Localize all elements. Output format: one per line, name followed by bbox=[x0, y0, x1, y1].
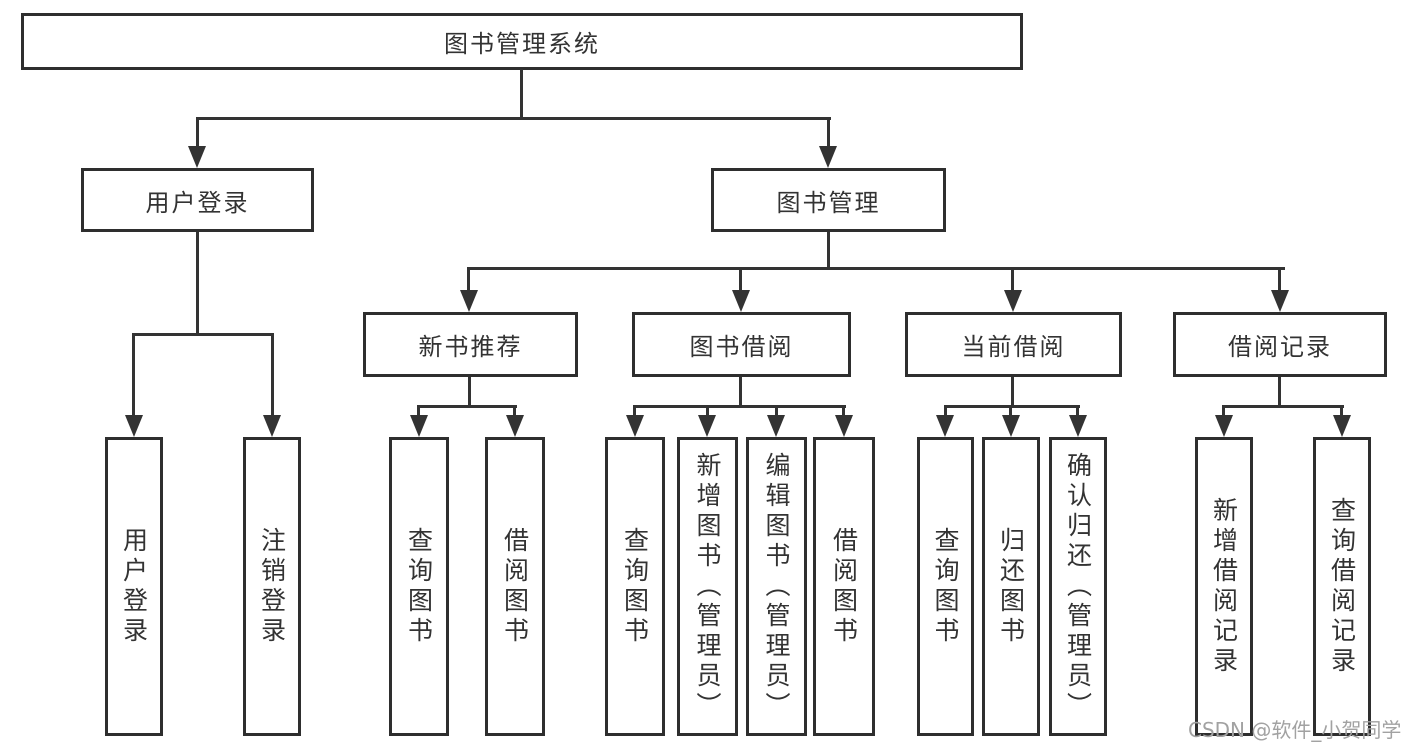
edge-to-leaf-add-books bbox=[706, 405, 709, 419]
arrowhead-icon bbox=[188, 146, 206, 168]
edge-book-management-bar bbox=[467, 267, 1285, 270]
edge-book-management-stem bbox=[827, 232, 830, 270]
arrowhead-icon bbox=[936, 415, 954, 437]
edge-new-book-recommend-bar bbox=[417, 405, 517, 408]
node-user-login: 用户登录 bbox=[81, 168, 314, 232]
arrowhead-icon bbox=[732, 290, 750, 312]
edge-to-leaf-query-recommend bbox=[417, 405, 420, 419]
edge-root-to-user-login bbox=[196, 117, 199, 150]
edge-new-book-recommend-stem bbox=[468, 377, 471, 408]
edge-to-leaf-return-books bbox=[1009, 405, 1012, 419]
edge-current-borrow-bar bbox=[944, 405, 1080, 408]
arrowhead-icon bbox=[1271, 290, 1289, 312]
edge-to-borrow-record bbox=[1278, 267, 1281, 292]
edge-to-leaf-query-current bbox=[944, 405, 947, 419]
leaf-query-books-recommend-label: 查询图书 bbox=[404, 526, 434, 647]
node-current-borrow-label: 当前借阅 bbox=[961, 333, 1066, 361]
arrowhead-icon bbox=[410, 415, 428, 437]
edge-to-leaf-edit-books bbox=[775, 405, 778, 419]
leaf-borrow-books-recommend: 借阅图书 bbox=[485, 437, 545, 736]
edge-to-leaf-logout bbox=[271, 333, 274, 417]
leaf-add-books-admin-label: 新增图书（管理员） bbox=[693, 451, 722, 722]
leaf-add-books-admin: 新增图书（管理员） bbox=[677, 437, 738, 736]
edge-to-new-book-recommend bbox=[467, 267, 470, 292]
edge-to-leaf-confirm-return bbox=[1076, 405, 1079, 419]
node-new-book-recommend: 新书推荐 bbox=[363, 312, 578, 377]
leaf-borrow-books: 借阅图书 bbox=[813, 437, 875, 736]
arrowhead-icon bbox=[698, 415, 716, 437]
arrowhead-icon bbox=[767, 415, 785, 437]
edge-user-login-bar bbox=[132, 333, 274, 336]
leaf-return-books: 归还图书 bbox=[982, 437, 1040, 736]
edge-to-leaf-query-record bbox=[1340, 405, 1343, 419]
leaf-query-books-recommend: 查询图书 bbox=[389, 437, 449, 736]
edge-borrow-record-stem bbox=[1278, 377, 1281, 408]
edge-user-login-stem bbox=[196, 232, 199, 336]
edge-root-bar bbox=[196, 117, 831, 120]
leaf-borrow-books-label: 借阅图书 bbox=[829, 526, 859, 647]
leaf-query-books-current-label: 查询图书 bbox=[931, 526, 960, 647]
edge-to-book-borrow bbox=[739, 267, 742, 292]
node-current-borrow: 当前借阅 bbox=[905, 312, 1122, 377]
csdn-watermark: CSDN @软件_小贺同学 bbox=[1188, 718, 1402, 742]
node-book-management: 图书管理 bbox=[711, 168, 946, 232]
leaf-query-books-current: 查询图书 bbox=[917, 437, 974, 736]
arrowhead-icon bbox=[835, 415, 853, 437]
leaf-logout: 注销登录 bbox=[243, 437, 301, 736]
node-root-label: 图书管理系统 bbox=[444, 30, 600, 58]
leaf-confirm-return-admin: 确认归还（管理员） bbox=[1049, 437, 1107, 736]
arrowhead-icon bbox=[1004, 290, 1022, 312]
leaf-confirm-return-admin-label: 确认归还（管理员） bbox=[1063, 451, 1093, 722]
node-new-book-recommend-label: 新书推荐 bbox=[418, 333, 523, 361]
leaf-query-borrow-record: 查询借阅记录 bbox=[1313, 437, 1371, 736]
edge-borrow-record-bar bbox=[1222, 405, 1344, 408]
node-borrow-record-label: 借阅记录 bbox=[1228, 333, 1332, 361]
edge-book-borrow-bar bbox=[633, 405, 846, 408]
leaf-query-borrow-record-label: 查询借阅记录 bbox=[1327, 496, 1357, 677]
node-root: 图书管理系统 bbox=[21, 13, 1023, 70]
arrowhead-icon bbox=[125, 415, 143, 437]
leaf-query-books-borrow: 查询图书 bbox=[605, 437, 665, 736]
arrowhead-icon bbox=[819, 146, 837, 168]
arrowhead-icon bbox=[460, 290, 478, 312]
arrowhead-icon bbox=[506, 415, 524, 437]
edge-to-leaf-borrow-recommend bbox=[513, 405, 516, 419]
node-book-borrow-label: 图书借阅 bbox=[689, 333, 794, 361]
arrowhead-icon bbox=[263, 415, 281, 437]
node-user-login-label: 用户登录 bbox=[145, 188, 250, 217]
leaf-logout-label: 注销登录 bbox=[257, 526, 287, 647]
arrowhead-icon bbox=[1069, 415, 1087, 437]
edge-to-leaf-borrow-books bbox=[842, 405, 845, 419]
leaf-return-books-label: 归还图书 bbox=[996, 526, 1026, 647]
edge-book-borrow-stem bbox=[739, 377, 742, 408]
leaf-borrow-books-recommend-label: 借阅图书 bbox=[500, 526, 530, 647]
arrowhead-icon bbox=[1215, 415, 1233, 437]
leaf-user-login-label: 用户登录 bbox=[119, 526, 149, 647]
edge-to-leaf-user-login bbox=[132, 333, 135, 417]
node-book-borrow: 图书借阅 bbox=[632, 312, 851, 377]
edge-to-current-borrow bbox=[1011, 267, 1014, 292]
edge-root-stem bbox=[520, 69, 523, 120]
leaf-edit-books-admin: 编辑图书（管理员） bbox=[746, 437, 807, 736]
arrowhead-icon bbox=[1333, 415, 1351, 437]
edge-current-borrow-stem bbox=[1011, 377, 1014, 408]
leaf-user-login: 用户登录 bbox=[105, 437, 163, 736]
edge-root-to-book-management bbox=[827, 117, 830, 150]
leaf-query-books-borrow-label: 查询图书 bbox=[620, 526, 650, 647]
leaf-add-borrow-record: 新增借阅记录 bbox=[1195, 437, 1253, 736]
node-borrow-record: 借阅记录 bbox=[1173, 312, 1387, 377]
edge-to-leaf-add-record bbox=[1222, 405, 1225, 419]
arrowhead-icon bbox=[1002, 415, 1020, 437]
edge-to-leaf-query-borrow bbox=[633, 405, 636, 419]
leaf-edit-books-admin-label: 编辑图书（管理员） bbox=[762, 451, 791, 722]
leaf-add-borrow-record-label: 新增借阅记录 bbox=[1209, 496, 1239, 677]
arrowhead-icon bbox=[626, 415, 644, 437]
node-book-management-label: 图书管理 bbox=[776, 188, 881, 217]
